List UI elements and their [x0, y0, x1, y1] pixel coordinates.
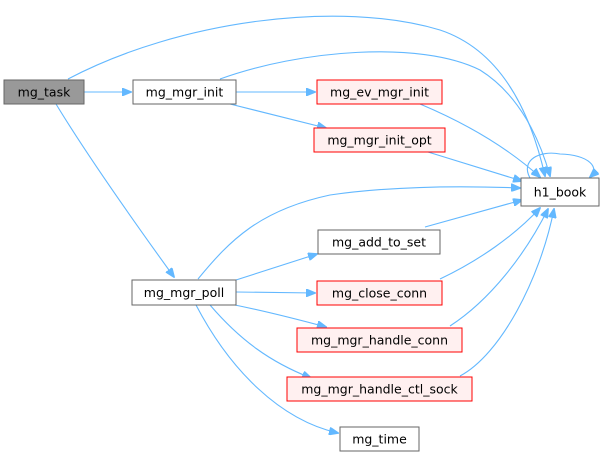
node-label: mg_mgr_poll — [144, 285, 224, 300]
node-mg-mgr-handle-ctl-sock[interactable]: mg_mgr_handle_ctl_sock — [286, 376, 473, 402]
node-label: mg_time — [352, 432, 407, 447]
node-label: mg_mgr_handle_ctl_sock — [301, 382, 458, 397]
node-mg-mgr-poll[interactable]: mg_mgr_poll — [131, 279, 237, 306]
edge-mg-mgr-poll-to-mg-close-conn — [235, 292, 315, 293]
edge-mg-mgr-poll-to-mg-mgr-handle-ctl-sock — [209, 304, 311, 378]
node-label: mg_mgr_init_opt — [327, 133, 431, 148]
edge-mg-mgr-init-to-mg-mgr-init-opt — [229, 103, 326, 128]
node-label: mg_close_conn — [332, 286, 427, 301]
edge-mg-mgr-init-opt-to-h1-book — [427, 151, 522, 181]
edge-mg-ev-mgr-init-to-h1-book — [419, 103, 540, 177]
edge-mg-mgr-init-to-h1-book — [219, 51, 550, 176]
node-mg-close-conn[interactable]: mg_close_conn — [316, 280, 443, 306]
node-mg-mgr-init[interactable]: mg_mgr_init — [132, 79, 237, 105]
node-label: mg_add_to_set — [332, 235, 426, 250]
edge-h1-book-self-loop — [527, 152, 593, 178]
node-mg-mgr-init-opt[interactable]: mg_mgr_init_opt — [313, 127, 446, 153]
node-mg-task[interactable]: mg_task — [3, 79, 85, 105]
edges — [55, 15, 594, 433]
node-mg-time[interactable]: mg_time — [339, 426, 420, 452]
node-mg-add-to-set[interactable]: mg_add_to_set — [317, 229, 441, 255]
edge-mg-task-to-h1-book — [67, 15, 545, 176]
edge-mg-mgr-poll-to-mg-mgr-handle-conn — [229, 303, 326, 327]
node-label: mg_ev_mgr_init — [330, 85, 429, 100]
edge-mg-mgr-poll-to-mg-add-to-set — [235, 254, 317, 281]
node-label: mg_task — [18, 85, 71, 100]
edge-mg-close-conn-to-h1-book — [439, 208, 540, 280]
node-h1-book[interactable]: h1_book — [520, 177, 600, 207]
node-label: h1_book — [534, 185, 587, 200]
edge-mg-mgr-handle-conn-to-h1-book — [449, 209, 548, 327]
edge-mg-mgr-poll-to-h1-book — [197, 187, 520, 280]
edge-mg-mgr-handle-ctl-sock-to-h1-book — [459, 209, 554, 377]
edge-mg-task-to-mg-mgr-poll — [55, 103, 174, 277]
node-mg-ev-mgr-init[interactable]: mg_ev_mgr_init — [316, 79, 443, 105]
node-mg-mgr-handle-conn[interactable]: mg_mgr_handle_conn — [296, 327, 463, 353]
node-label: mg_mgr_init — [146, 85, 224, 100]
node-label: mg_mgr_handle_conn — [311, 333, 448, 348]
edge-mg-mgr-poll-to-mg-time — [195, 304, 338, 433]
edge-mg-add-to-set-to-h1-book — [424, 200, 522, 228]
